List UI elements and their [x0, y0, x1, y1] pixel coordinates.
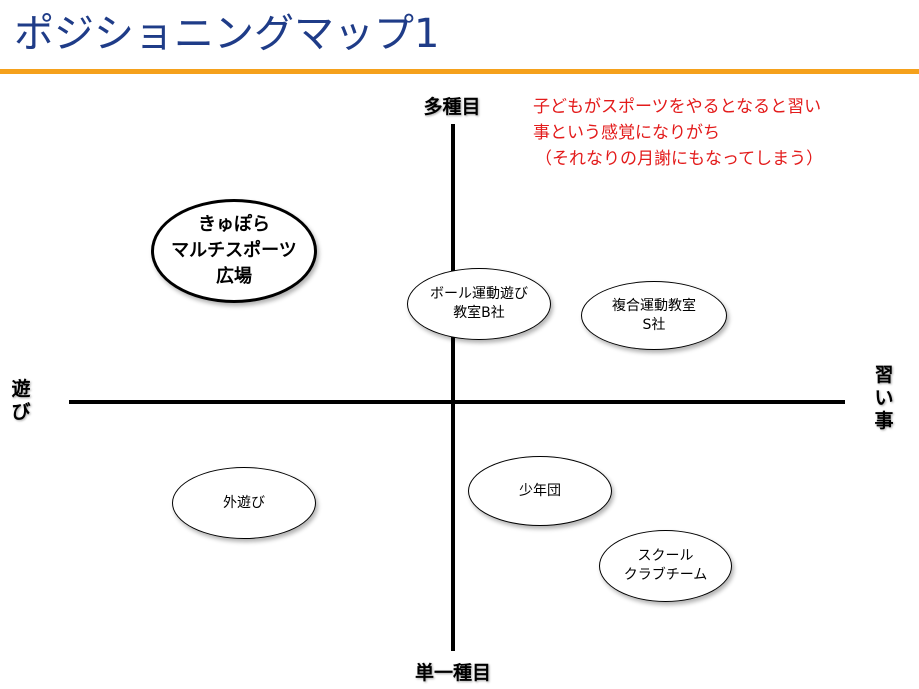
bubble-text-line: 教室B社 [453, 305, 505, 321]
bubble-text-line: マルチスポーツ [171, 240, 297, 261]
bubble-text-line: 広場 [216, 266, 252, 287]
bubble-text-line: ボール運動遊び [430, 286, 528, 302]
note-line-1: 子どもがスポーツをやるとなると習い [533, 97, 822, 117]
bubble-multi-exercise-class-s: 複合運動教室 S社 [581, 281, 727, 350]
bubble-outdoor-play: 外遊び [172, 467, 316, 539]
bubble-kyupora-multisport-hiroba: きゅぽら マルチスポーツ 広場 [151, 199, 317, 303]
bubble-school-club-team: スクール クラブチーム [599, 530, 732, 602]
bubble-text-line: 少年団 [519, 482, 561, 499]
bubble-text-line: 外遊び [223, 494, 265, 511]
annotation-note: 子どもがスポーツをやるとなると習い 事という感覚になりがち （それなりの月謝にも… [533, 94, 913, 172]
title-accent-rule [0, 69, 919, 74]
axis-label-top: 多種目 [423, 96, 481, 118]
bubble-text-line: クラブチーム [623, 567, 708, 583]
vertical-axis [451, 124, 455, 651]
axis-label-bottom: 単一種目 [414, 662, 491, 684]
axis-label-right: 習い事 [874, 364, 894, 432]
horizontal-axis [69, 400, 845, 404]
note-line-2: 事という感覚になりがち [533, 123, 720, 143]
bubble-text-line: 複合運動教室 [612, 297, 696, 314]
bubble-text-line: きゅぽら [198, 214, 270, 235]
bubble-text-line: スクール [637, 548, 694, 564]
note-line-3: （それなりの月謝にもなってしまう） [535, 149, 824, 169]
bubble-ball-play-class-b: ボール運動遊び 教室B社 [407, 268, 551, 340]
bubble-youth-team: 少年団 [468, 456, 612, 526]
slide-title: ポジショニングマップ1 [14, 11, 440, 57]
bubble-text-line: S社 [642, 316, 666, 333]
axis-label-left: 遊び [11, 378, 31, 423]
